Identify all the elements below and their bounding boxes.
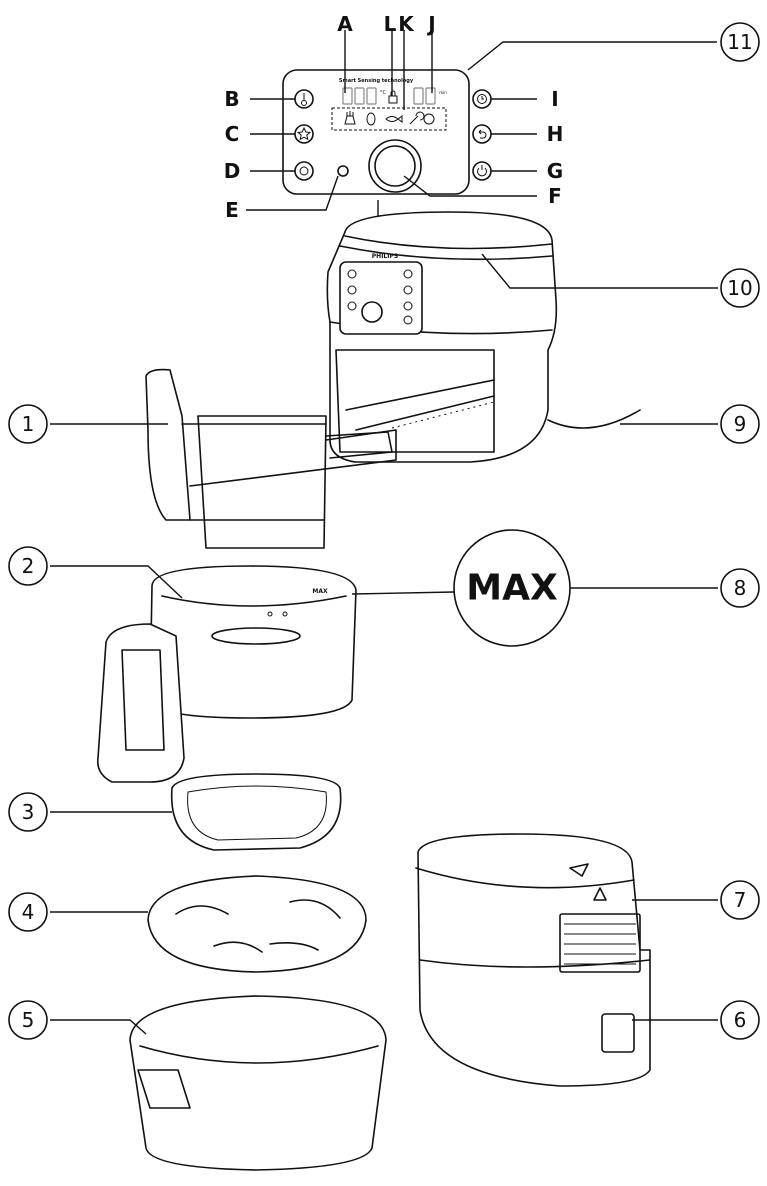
back-icon <box>478 129 487 139</box>
brand-logo: PHILIPS <box>372 253 398 260</box>
letter-h: H <box>547 122 564 146</box>
letter-g: G <box>547 159 563 183</box>
callout-10: 10 <box>720 268 760 308</box>
callout-3: 3 <box>8 792 48 832</box>
callout-leaders <box>50 253 718 1035</box>
max-magnifier: MAX <box>453 529 571 647</box>
thermometer-button[interactable] <box>294 89 314 109</box>
star-icon <box>296 126 312 141</box>
control-panel: Smart Sensing technology °C min <box>282 69 492 195</box>
thermometer-icon <box>301 93 308 106</box>
callout-8: 8 <box>720 568 760 608</box>
svg-text:5: 5 <box>22 1008 35 1032</box>
svg-text:1: 1 <box>22 412 35 436</box>
svg-text:9: 9 <box>734 412 747 436</box>
fish-icon <box>385 115 403 123</box>
fries-icon <box>344 111 356 125</box>
max-label: MAX <box>466 568 558 609</box>
favorite-button[interactable] <box>294 124 314 144</box>
letter-e: E <box>225 198 239 222</box>
svg-text:3: 3 <box>22 800 35 824</box>
lock-icon <box>388 90 398 104</box>
callout-11: 11 <box>720 22 760 62</box>
drawer-part <box>145 368 397 549</box>
svg-text:4: 4 <box>22 900 35 924</box>
temperature-display: °C <box>342 87 387 105</box>
keep-warm-icon <box>299 166 309 176</box>
time-unit-label: min <box>439 90 447 95</box>
letter-d: D <box>224 159 241 183</box>
letter-f: F <box>548 184 562 208</box>
svg-text:6: 6 <box>734 1008 747 1032</box>
mesh-insert-part <box>170 773 342 851</box>
basket-max-mark: MAX <box>312 588 328 595</box>
letter-i: I <box>551 87 558 111</box>
power-button[interactable] <box>472 161 492 181</box>
basket-part: MAX <box>96 565 357 783</box>
control-dial[interactable] <box>368 139 422 193</box>
callout-4: 4 <box>8 892 48 932</box>
temp-unit-label: °C <box>380 90 387 96</box>
letter-c: C <box>225 122 240 146</box>
outer-basket-part <box>129 995 387 1171</box>
callout-2: 2 <box>8 546 48 586</box>
callout-6: 6 <box>720 1000 760 1040</box>
meat-icon <box>409 111 425 125</box>
presets-box <box>331 107 447 131</box>
airfryer-main-unit: PHILIPS <box>326 211 641 463</box>
time-display: min <box>413 87 447 105</box>
drumstick-icon <box>366 112 376 126</box>
chicken-icon <box>423 113 435 125</box>
letter-l: L <box>384 12 397 36</box>
power-icon <box>477 165 487 177</box>
callout-7: 7 <box>720 880 760 920</box>
callout-5: 5 <box>8 1000 48 1040</box>
timer-button[interactable] <box>472 89 492 109</box>
letter-a: A <box>337 12 353 36</box>
preset-icons <box>344 111 435 126</box>
letter-b: B <box>224 87 239 111</box>
svg-text:2: 2 <box>22 554 35 578</box>
svg-text:10: 10 <box>727 276 752 300</box>
keep-warm-button[interactable] <box>294 161 314 181</box>
callout-9: 9 <box>720 404 760 444</box>
letter-k: K <box>398 12 415 36</box>
svg-text:8: 8 <box>734 576 747 600</box>
fat-reducer-part <box>147 875 367 973</box>
smart-sensing-led <box>337 165 349 177</box>
svg-text:11: 11 <box>727 30 752 54</box>
callout-1: 1 <box>8 404 48 444</box>
panel-letters: A B C D E F G H I J K L <box>224 12 564 222</box>
back-button[interactable] <box>472 124 492 144</box>
timer-icon <box>477 94 487 104</box>
letter-j: J <box>426 12 435 36</box>
appliance-rear-view <box>415 833 651 1087</box>
panel-header-text: Smart Sensing technology <box>339 78 414 84</box>
svg-text:7: 7 <box>734 888 747 912</box>
